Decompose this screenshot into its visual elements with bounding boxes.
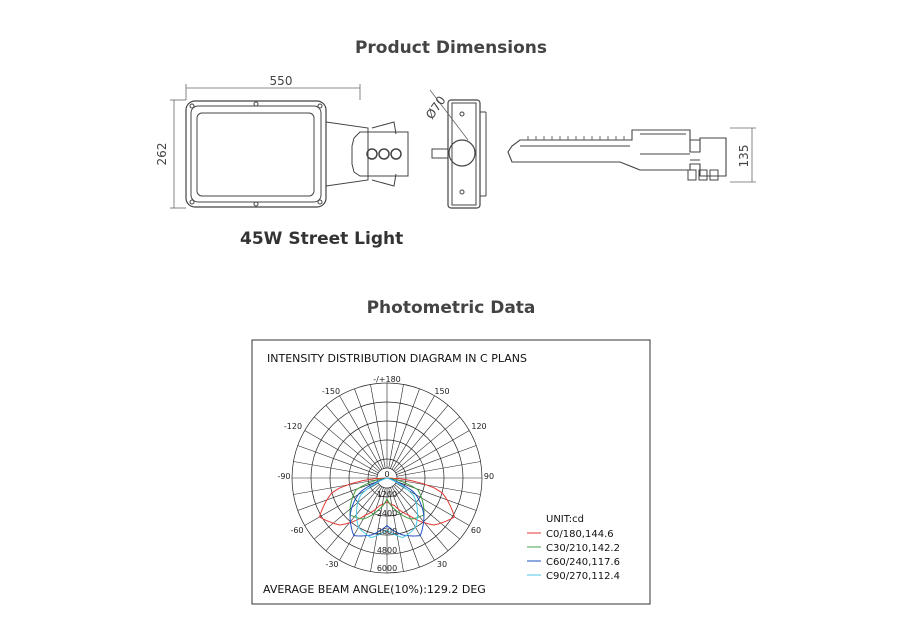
angle-label-p30: 30: [437, 560, 447, 569]
polar-spoke: [393, 485, 449, 551]
angle-label-n150: -150: [322, 387, 340, 396]
intensity-curve-1: [349, 477, 425, 520]
polar-spoke: [396, 445, 477, 475]
polar-spoke: [390, 388, 420, 469]
polar-spoke: [297, 481, 378, 511]
photometric-title: Photometric Data: [366, 298, 536, 318]
polar-spoke: [339, 486, 383, 561]
intensity-curve-0: [318, 477, 456, 526]
polar-spoke: [304, 430, 379, 474]
polar-spoke: [396, 481, 477, 511]
angle-label-n30: -30: [325, 560, 338, 569]
polar-spoke: [314, 484, 380, 540]
polar-spoke: [314, 416, 380, 472]
unit-label: UNIT:cd: [546, 514, 584, 525]
angle-label-0: 0: [384, 470, 389, 479]
polar-spoke: [391, 395, 435, 470]
radial-label-1200: 1200: [377, 490, 397, 499]
polar-spoke: [393, 405, 449, 471]
angle-label-180: -/+180: [373, 375, 401, 384]
front-view: [170, 84, 409, 209]
polar-spoke: [390, 487, 420, 568]
legend-label-c0: C0/180,144.6: [546, 529, 614, 540]
polar-spoke: [354, 388, 384, 469]
polar-spoke: [391, 486, 435, 561]
product-name: 45W Street Light: [240, 229, 404, 249]
angle-label-p90: 90: [484, 472, 494, 481]
radial-label-4800: 4800: [377, 546, 397, 555]
intensity-curve-3: [356, 477, 418, 539]
polar-spoke: [354, 487, 384, 568]
polar-spoke: [396, 479, 481, 495]
polar-curves: [318, 477, 456, 539]
angle-label-n120: -120: [284, 422, 302, 431]
angle-label-n90: -90: [277, 472, 290, 481]
legend: C0/180,144.6 C30/210,142.2 C60/240,117.6…: [527, 529, 620, 582]
radial-label-3600: 3600: [377, 527, 397, 536]
dimension-pole-diameter: Ø70: [423, 93, 449, 121]
polar-spoke: [293, 479, 378, 495]
polar-spoke: [396, 461, 481, 477]
legend-label-c30: C30/210,142.2: [546, 543, 620, 554]
radial-label-2400: 2400: [377, 509, 397, 518]
profile-view: [507, 127, 756, 183]
polar-spoke: [388, 487, 404, 572]
dimension-width: 550: [270, 74, 293, 88]
polar-spoke: [394, 484, 460, 540]
polar-spoke: [370, 487, 386, 572]
polar-spoke: [339, 395, 383, 470]
angle-label-p60: 60: [471, 526, 481, 535]
polar-spoke: [395, 430, 470, 474]
polar-spoke: [370, 384, 386, 469]
angle-label-p150: 150: [434, 387, 449, 396]
polar-spoke: [394, 416, 460, 472]
polar-spoke: [388, 384, 404, 469]
polar-spoke: [325, 405, 381, 471]
product-dimensions-title: Product Dimensions: [354, 38, 548, 58]
diagram-title: INTENSITY DISTRIBUTION DIAGRAM IN C PLAN…: [267, 352, 527, 365]
photometric-frame: [251, 339, 651, 605]
polar-spoke: [325, 485, 381, 551]
dimension-depth: 135: [737, 145, 751, 168]
radial-label-6000: 6000: [377, 564, 397, 573]
polar-spoke: [293, 461, 378, 477]
angle-label-n60: -60: [290, 526, 303, 535]
side-view: [429, 89, 487, 209]
legend-label-c90: C90/270,112.4: [546, 571, 620, 582]
beam-angle: AVERAGE BEAM ANGLE(10%):129.2 DEG: [263, 583, 486, 596]
polar-spoke: [297, 445, 378, 475]
intensity-curve-2: [349, 477, 425, 537]
legend-label-c60: C60/240,117.6: [546, 557, 620, 568]
dimension-height: 262: [155, 143, 169, 166]
angle-label-p120: 120: [471, 422, 486, 431]
